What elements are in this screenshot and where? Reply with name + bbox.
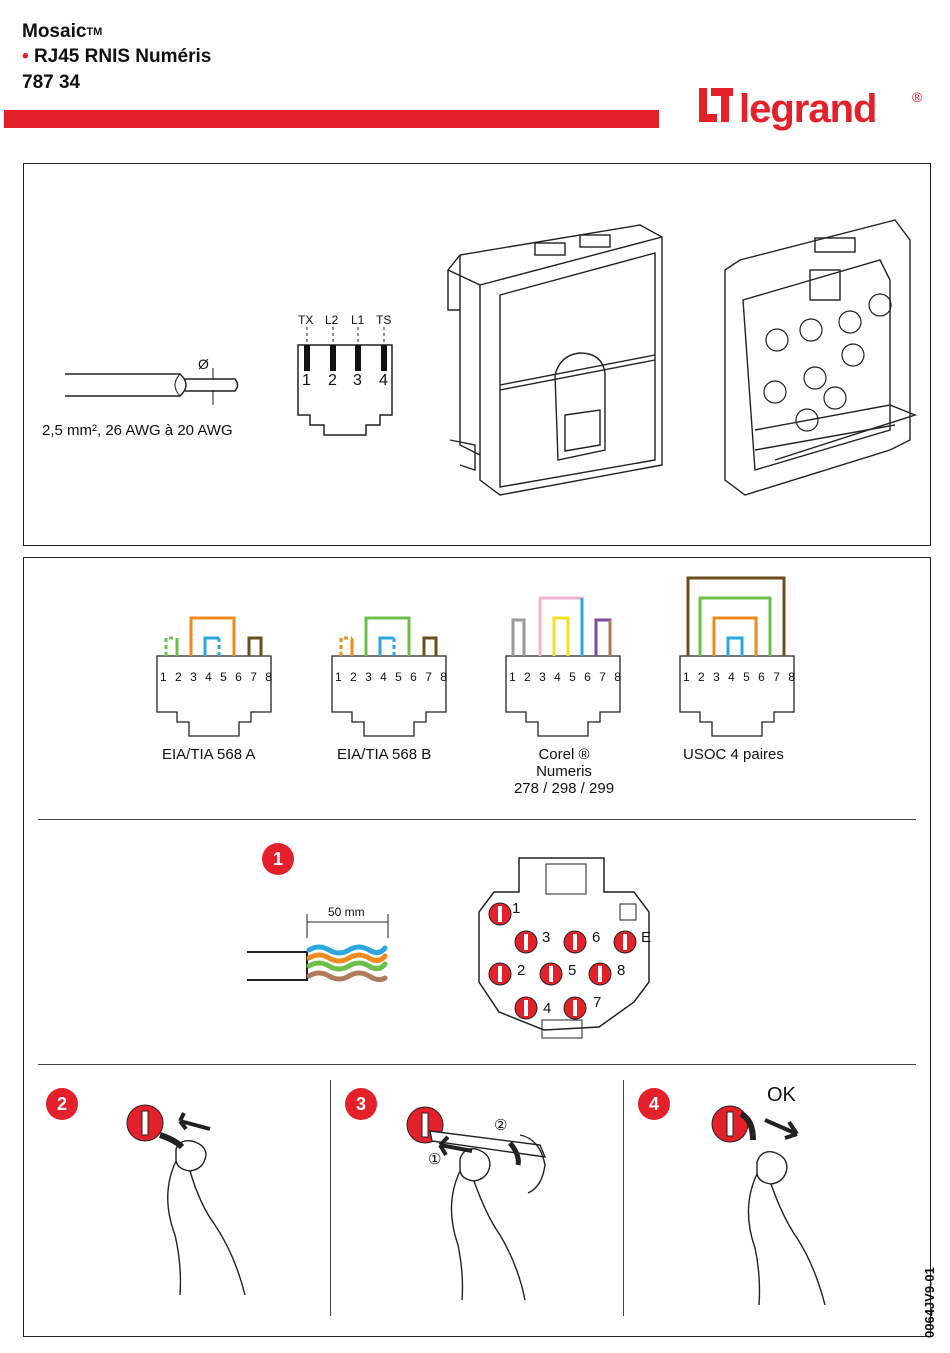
pin: 3 — [365, 670, 372, 684]
pin: 6 — [410, 670, 417, 684]
product-line: • RJ45 RNIS Numéris — [22, 45, 211, 69]
pin: 5 — [220, 670, 227, 684]
pin: 4 — [380, 670, 387, 684]
terminal-label-e: E — [641, 929, 652, 946]
logo-text: legrand — [739, 87, 876, 131]
pin: 5 — [569, 670, 576, 684]
terminal-label-8: 8 — [617, 962, 626, 979]
caption-corel: Corel ® Numeris 278 / 298 / 299 — [513, 746, 615, 797]
step-divider — [623, 1080, 624, 1316]
socket-back-illustration — [724, 219, 918, 496]
pin: 7 — [773, 670, 780, 684]
brand-name: Mosaic — [22, 21, 87, 42]
terminal-label-6: 6 — [592, 929, 601, 946]
brand-line: MosaicTM — [22, 20, 102, 44]
legrand-logo: legrand ® — [699, 87, 923, 131]
wire-spec-label: 2,5 mm², 26 AWG à 20 AWG — [42, 422, 233, 439]
step-3-illustration — [406, 1106, 547, 1301]
pin-number-3: 3 — [353, 372, 362, 389]
trademark: TM — [86, 26, 103, 38]
pin: 1 — [509, 670, 516, 684]
pin: 6 — [235, 670, 242, 684]
socket-front-illustration — [446, 224, 663, 496]
pin: 7 — [599, 670, 606, 684]
pin: 1 — [160, 670, 167, 684]
pin: 8 — [265, 670, 272, 684]
pin-number-1: 1 — [302, 372, 311, 389]
pin: 7 — [425, 670, 432, 684]
caption-usoc: USOC 4 paires — [683, 746, 784, 763]
bullet: • — [22, 46, 29, 67]
terminal-block-drawing — [478, 857, 650, 1039]
pin: 4 — [205, 670, 212, 684]
wiring-diagram-568a — [156, 616, 272, 737]
caption-568a: EIA/TIA 568 A — [162, 746, 256, 763]
pin: 3 — [539, 670, 546, 684]
pin: 5 — [743, 670, 750, 684]
document-code: 0064JV9-01 — [922, 1267, 937, 1338]
step-1-badge: 1 — [262, 843, 294, 875]
diameter-symbol: Ø — [198, 356, 209, 372]
pin: 4 — [728, 670, 735, 684]
step-divider — [330, 1080, 331, 1316]
stripped-cable-drawing — [247, 914, 389, 983]
pin: 4 — [554, 670, 561, 684]
rj-socket-drawing — [297, 327, 393, 436]
pin-number-2: 2 — [328, 372, 337, 389]
divider — [38, 1064, 916, 1065]
pin: 8 — [614, 670, 621, 684]
pin: 1 — [683, 670, 690, 684]
caption-568b: EIA/TIA 568 B — [337, 746, 432, 763]
terminal-label-2: 2 — [517, 962, 526, 979]
wiring-diagram-568b — [331, 616, 447, 737]
pin: 2 — [524, 670, 531, 684]
wiring-diagram-usoc — [679, 576, 795, 737]
header-red-bar — [4, 110, 659, 128]
pin: 3 — [713, 670, 720, 684]
substep-marker-1: ① — [428, 1151, 442, 1168]
divider — [38, 819, 916, 820]
terminal-label-7: 7 — [593, 994, 602, 1011]
step-2-illustration — [126, 1104, 246, 1296]
strip-length-label: 50 mm — [328, 905, 365, 919]
pin: 6 — [584, 670, 591, 684]
pin: 1 — [335, 670, 342, 684]
pin: 2 — [175, 670, 182, 684]
pin-label-ts: TS — [376, 313, 392, 327]
reference-number: 787 34 — [22, 72, 81, 93]
pin: 6 — [758, 670, 765, 684]
pin-number-4: 4 — [379, 372, 388, 389]
pin: 8 — [788, 670, 795, 684]
terminal-label-3: 3 — [542, 929, 551, 946]
pin: 2 — [350, 670, 357, 684]
pin: 2 — [698, 670, 705, 684]
step-2-badge: 2 — [46, 1088, 78, 1120]
pin-label-l2: L2 — [325, 313, 339, 327]
wiring-diagram-corel — [505, 596, 621, 737]
pin: 8 — [440, 670, 447, 684]
terminal-label-1: 1 — [512, 900, 521, 917]
step-4-illustration — [711, 1105, 826, 1306]
wire-drawing — [65, 368, 239, 405]
pin: 7 — [250, 670, 257, 684]
ok-label: OK — [767, 1084, 796, 1106]
pin: 3 — [190, 670, 197, 684]
pin: 5 — [395, 670, 402, 684]
product-overview-panel — [23, 163, 931, 546]
step-4-badge: 4 — [638, 1088, 670, 1120]
terminal-label-4: 4 — [543, 1000, 552, 1017]
step-3-badge: 3 — [345, 1088, 377, 1120]
pin-label-l1: L1 — [351, 313, 365, 327]
pin-label-tx: TX — [298, 313, 314, 327]
substep-marker-2: ② — [494, 1117, 508, 1134]
terminal-label-5: 5 — [568, 962, 577, 979]
registered-mark: ® — [912, 89, 923, 105]
product-name: RJ45 RNIS Numéris — [33, 46, 212, 67]
